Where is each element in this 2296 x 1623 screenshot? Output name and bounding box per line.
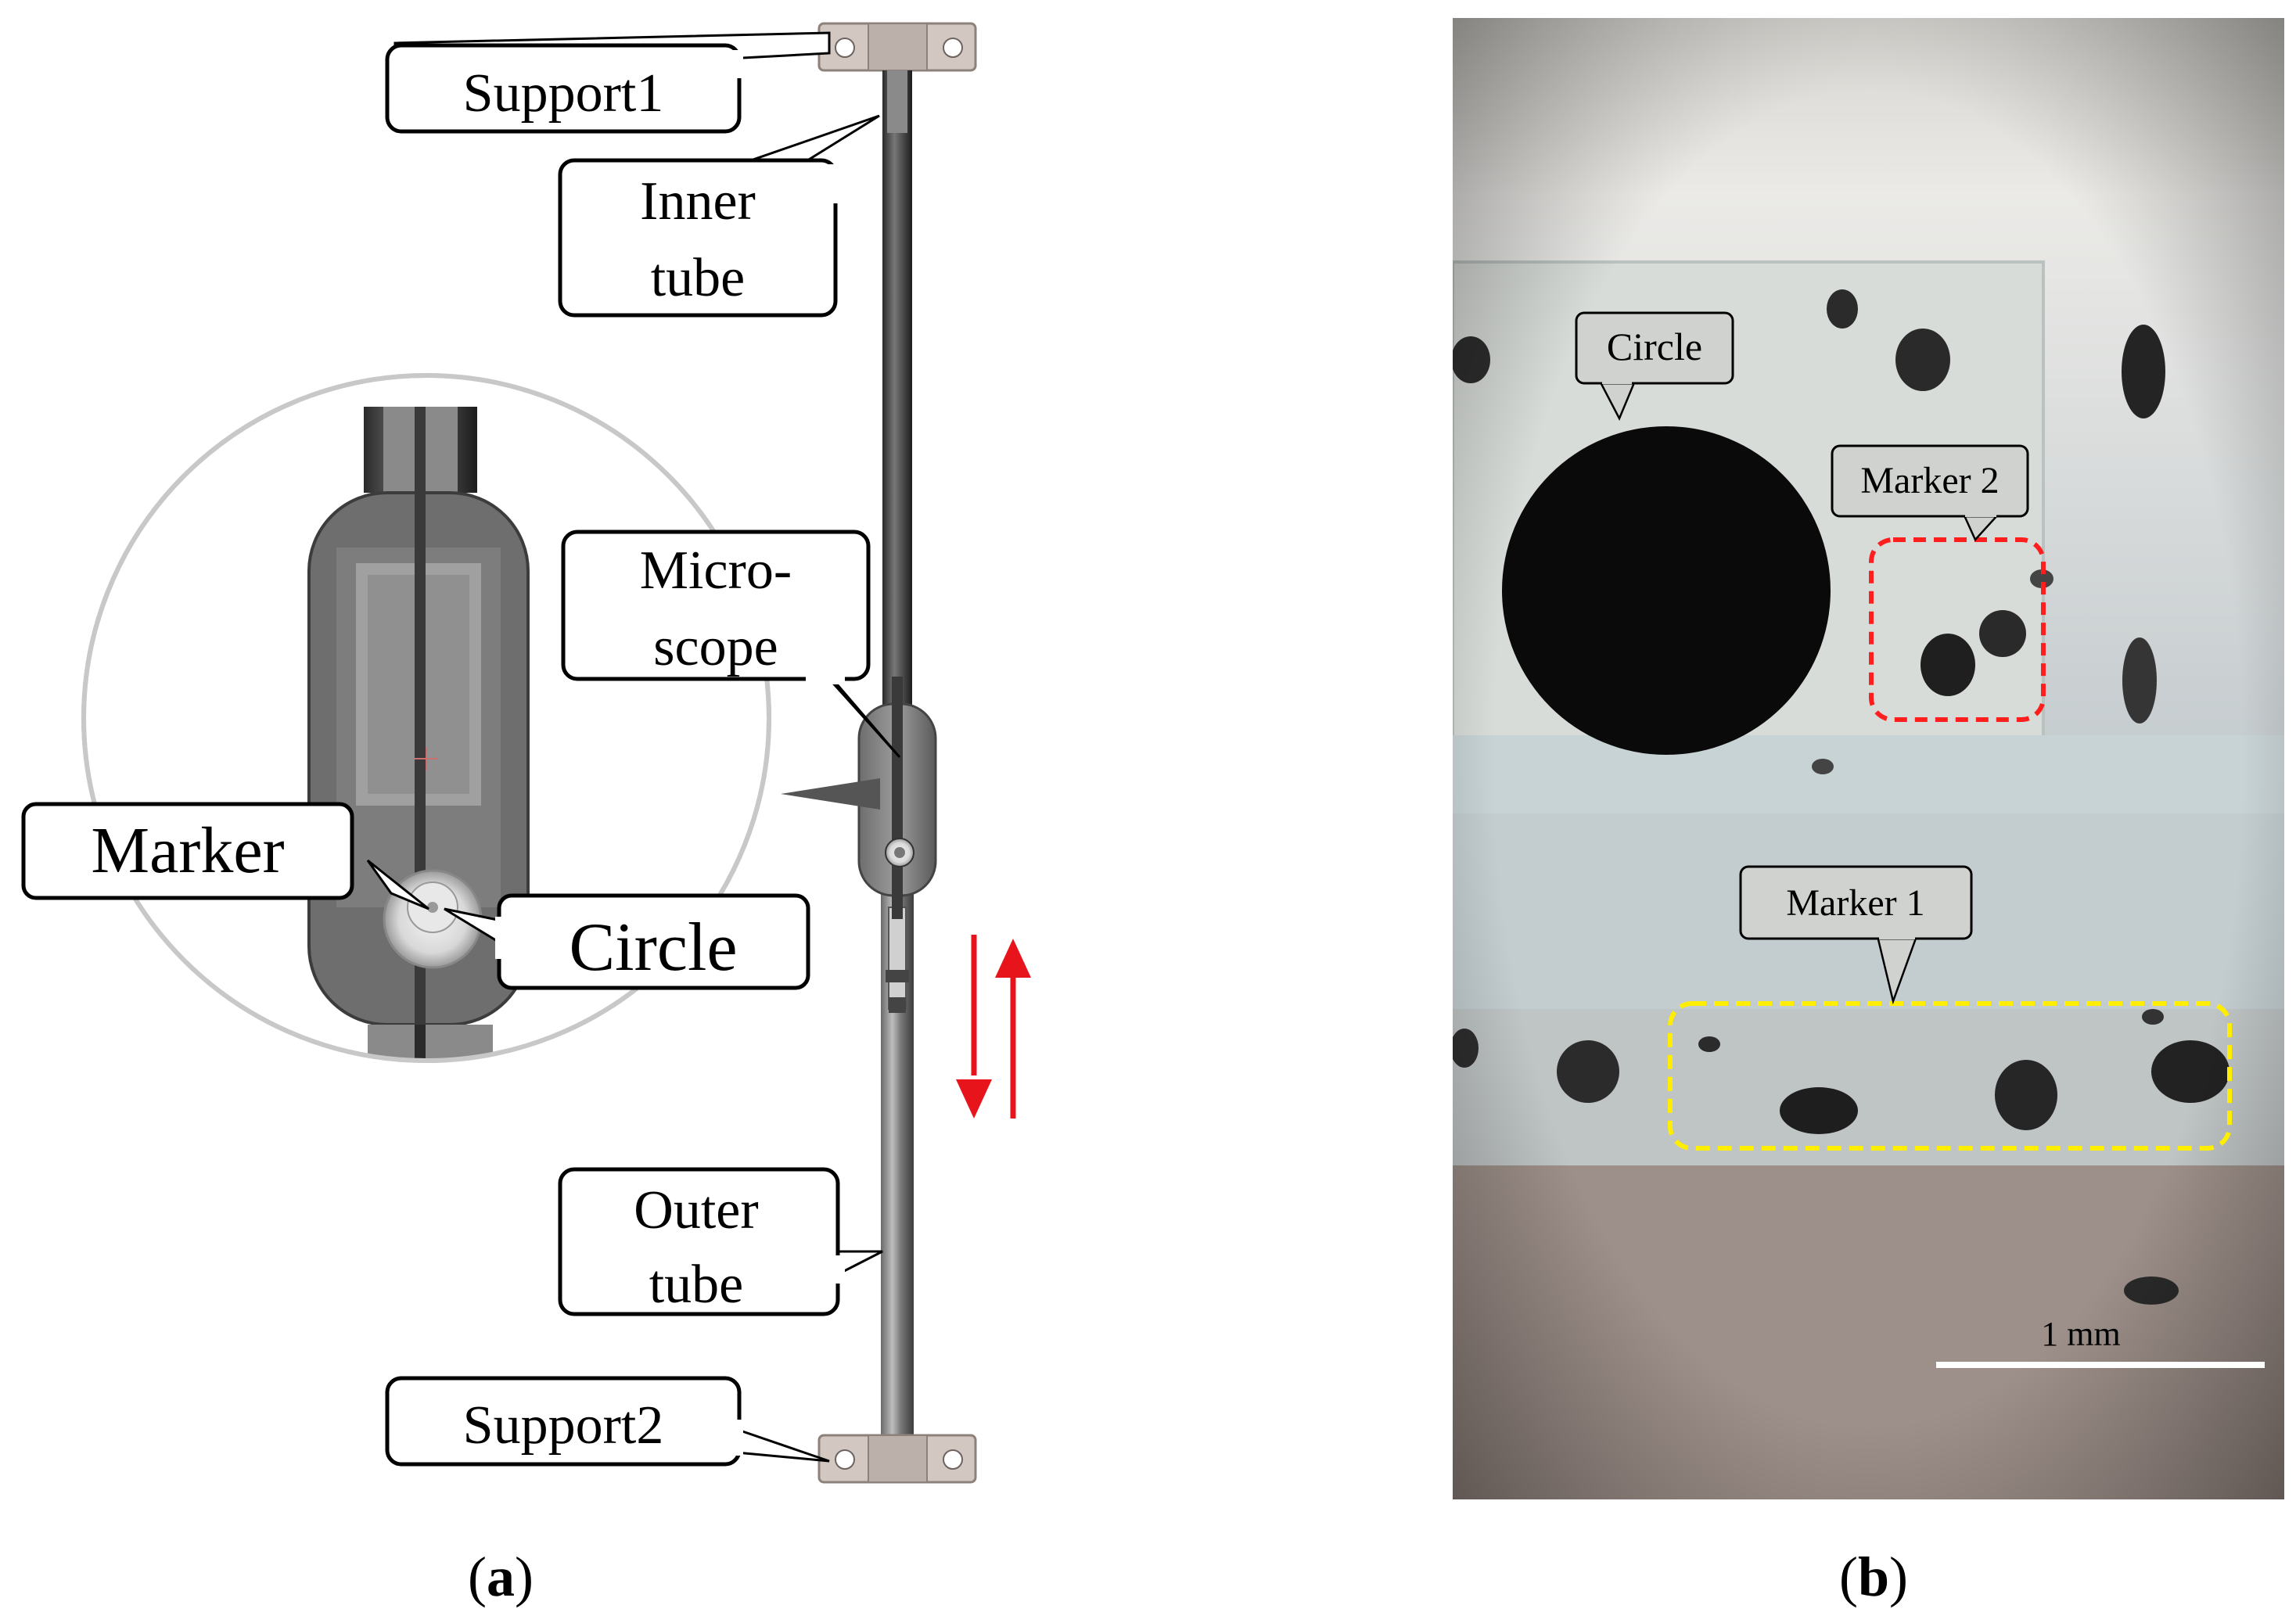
- label-inner-tube-line1: Inner: [640, 171, 756, 232]
- marker1-highlight: [1668, 1001, 2232, 1151]
- viewing-direction-wedge: [781, 778, 880, 810]
- label-inner-tube-line2: tube: [651, 248, 746, 308]
- callout-marker1: Marker 1: [1739, 865, 1973, 1005]
- label-support1: Support1: [463, 63, 664, 124]
- label-marker: Marker: [91, 814, 284, 887]
- label-circle: Circle: [569, 910, 737, 986]
- microscope-photo: [1453, 18, 2284, 1499]
- callout-inner-tube: Inner tube: [558, 114, 880, 318]
- callout-microscope: Micro- scope: [561, 530, 901, 759]
- label-marker1: Marker 1: [1786, 882, 1924, 924]
- callout-marker2: Marker 2: [1831, 444, 2029, 542]
- caption-b: (b): [1839, 1546, 1908, 1608]
- label-outer-tube-line1: Outer: [634, 1180, 758, 1241]
- label-support2: Support2: [463, 1395, 664, 1456]
- callout-support2: Support2: [385, 1376, 830, 1467]
- callout-outer-tube: Outer tube: [558, 1167, 883, 1316]
- callout-circle: Circle: [444, 893, 810, 990]
- panel-a: Support1 Inner tube Micro- scope Marker: [21, 22, 1031, 1608]
- label-microscope-line1: Micro-: [640, 540, 792, 601]
- label-outer-tube-line2: tube: [649, 1255, 744, 1315]
- label-marker2: Marker 2: [1860, 460, 1999, 501]
- support2-bracket: [817, 1434, 977, 1484]
- callout-marker: Marker: [21, 802, 429, 910]
- motion-arrows: [956, 935, 1031, 1119]
- microscope-body: [857, 677, 937, 919]
- inner-tube: [882, 70, 912, 724]
- callout-photo-circle: Circle: [1575, 311, 1734, 421]
- scale-bar: 1 mm: [1936, 1315, 2265, 1368]
- scale-bar-label: 1 mm: [2041, 1315, 2120, 1353]
- caption-a: (a): [468, 1546, 534, 1608]
- support1-bracket: [817, 22, 977, 72]
- panel-b: Circle Marker 2 Marker 1 1 mm (b): [1453, 18, 2284, 1608]
- marker2-highlight: [1869, 537, 2046, 722]
- label-microscope-line2: scope: [653, 617, 778, 677]
- callout-support1: Support1: [385, 31, 831, 134]
- label-photo-circle: Circle: [1607, 325, 1702, 368]
- zoom-detail: [81, 373, 771, 1063]
